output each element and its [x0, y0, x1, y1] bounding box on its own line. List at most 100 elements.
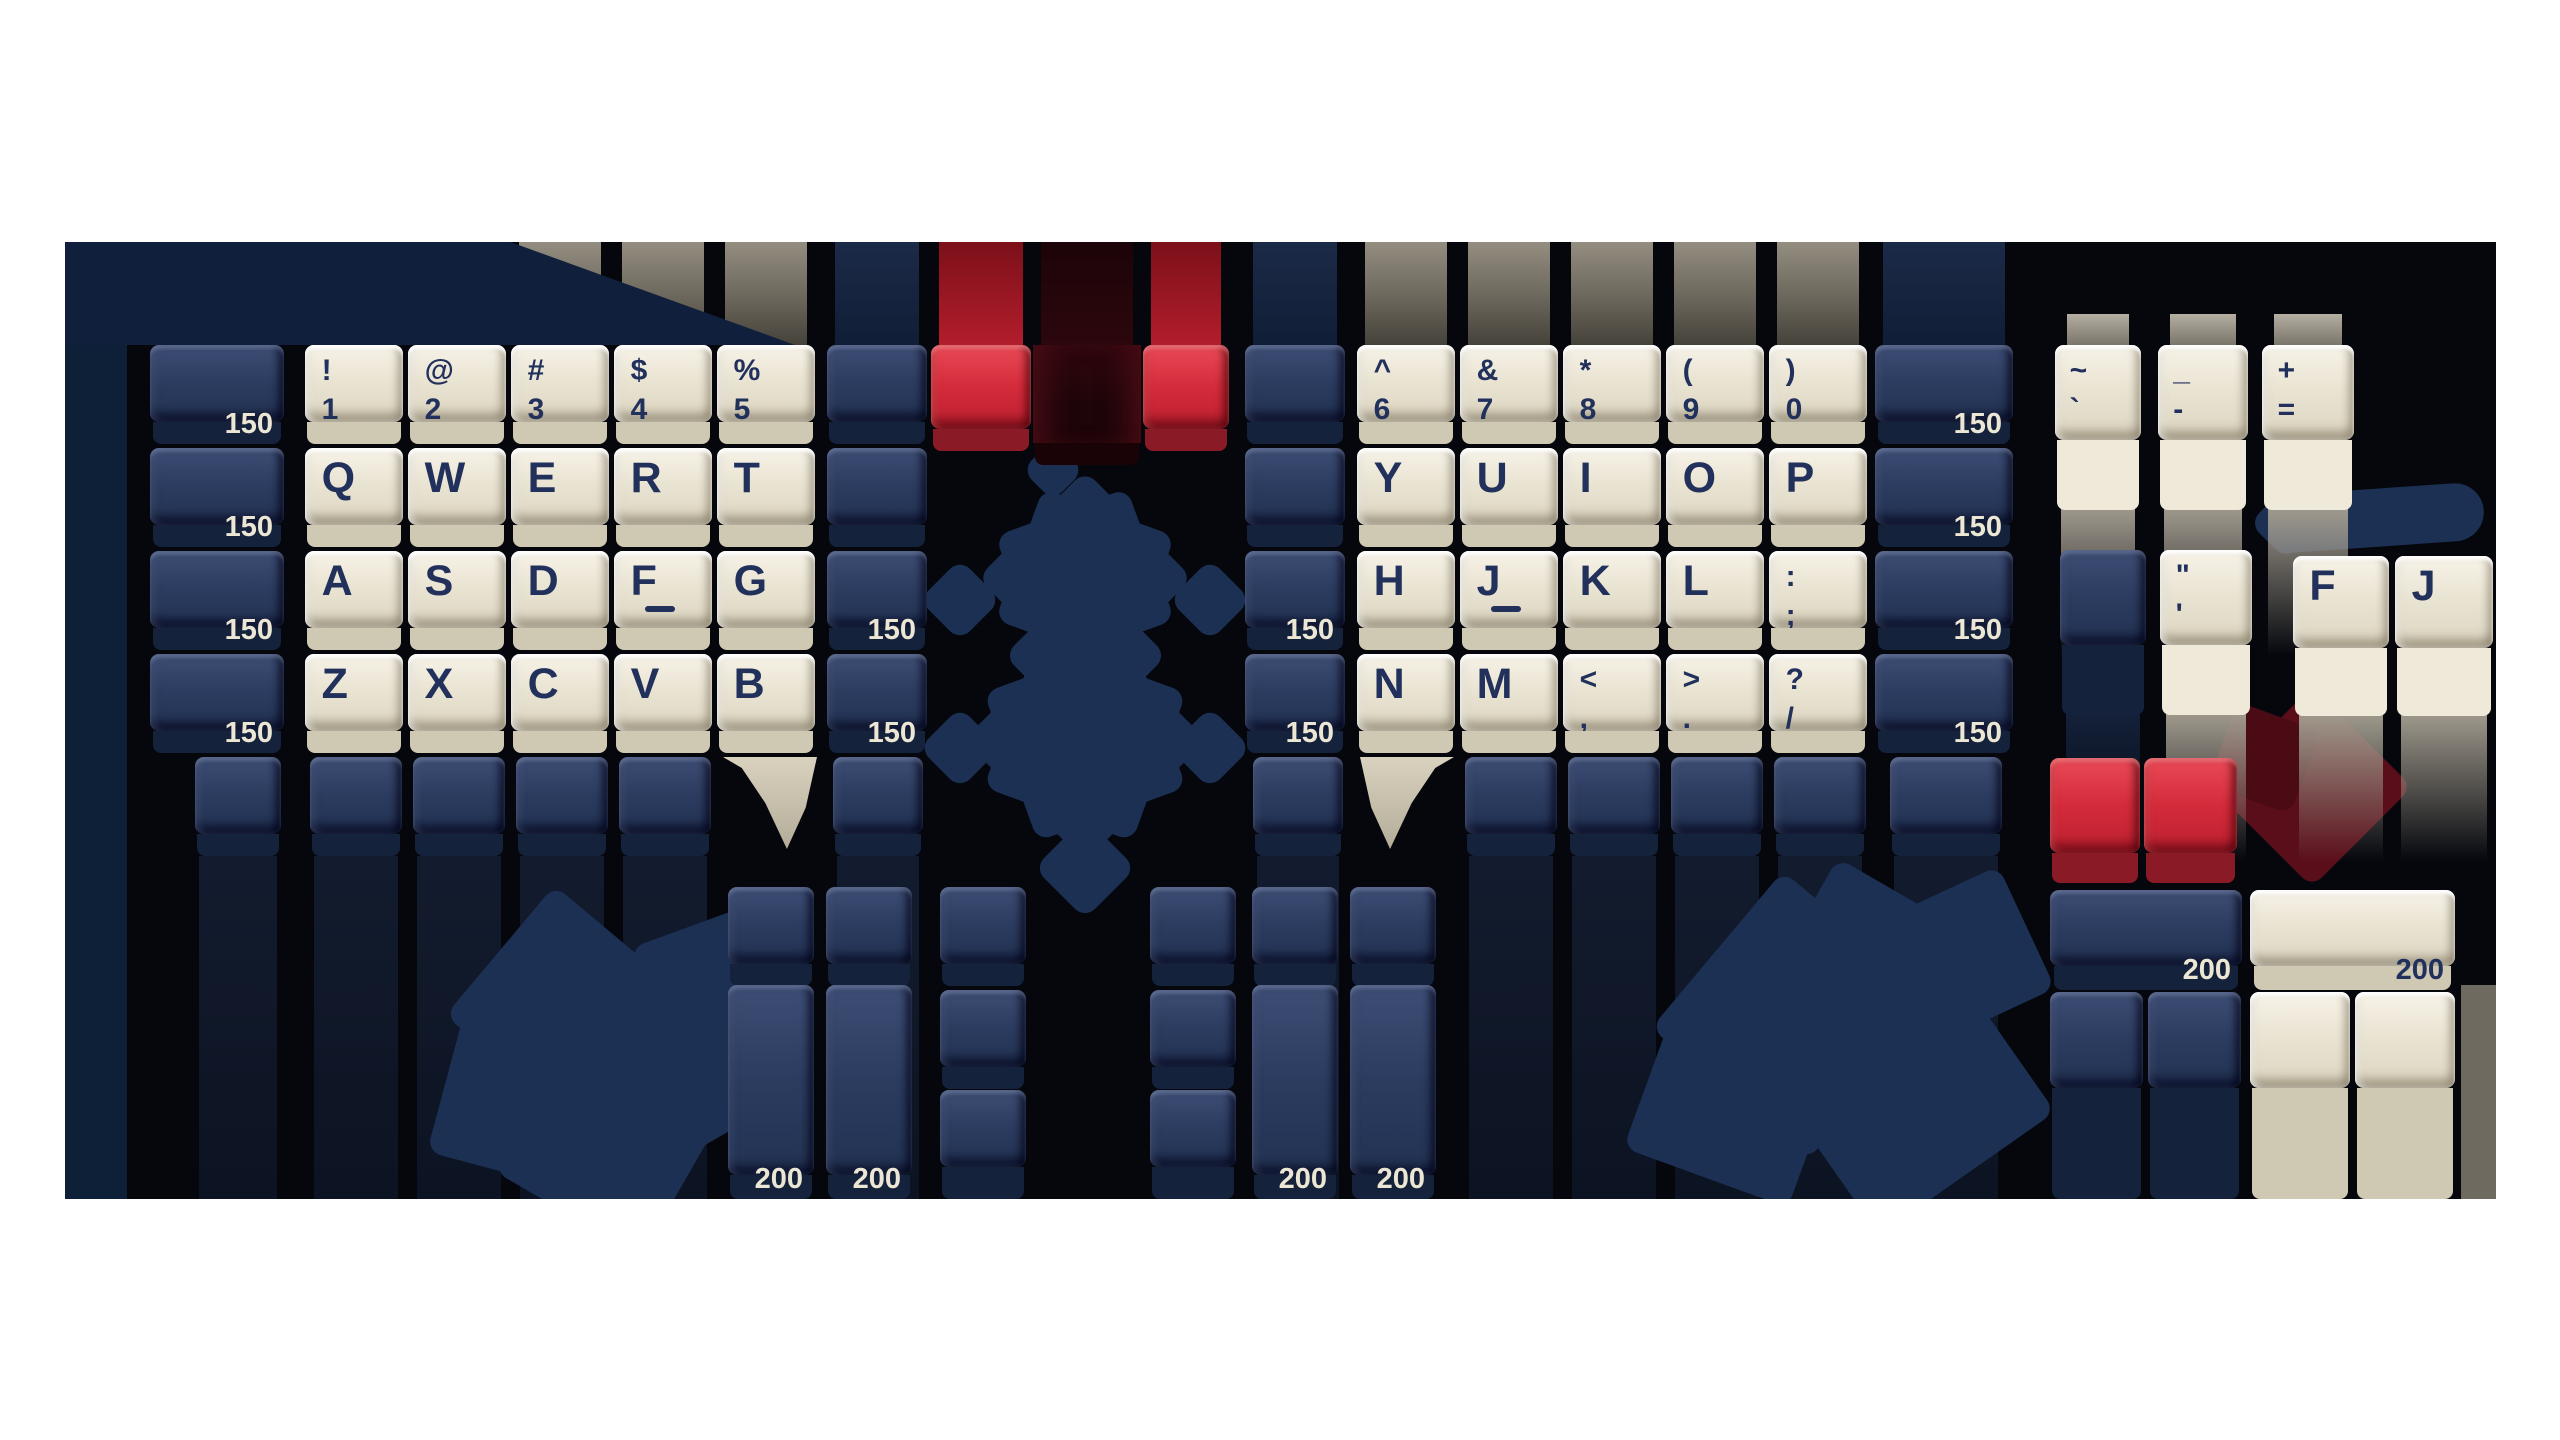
keycap-top-face: [1245, 345, 1345, 422]
keycap-top-face: $ 4: [614, 345, 712, 426]
keycap-blank-28: [931, 345, 1031, 451]
keycap-front-face: [718, 525, 814, 547]
keycap-top-face: [940, 887, 1026, 964]
keycap-m: M: [1460, 654, 1558, 753]
width-label: 150: [224, 614, 273, 646]
keycap-top-face: [1245, 654, 1345, 731]
keycap-top-face: [2250, 992, 2350, 1088]
keycap-top-face: + =: [2262, 345, 2354, 440]
keycap-top-face: E: [511, 448, 609, 525]
keycap-blank-150-53: 150: [1245, 551, 1345, 650]
width-label: 200: [1376, 1163, 1425, 1195]
left-edge-panel: [65, 242, 127, 1199]
keycap-blank-97: [2148, 992, 2241, 1199]
keycap-front-face: [1770, 628, 1866, 650]
keycap-y: Y: [1357, 448, 1455, 547]
keycap-plus-eq: + =: [2262, 345, 2354, 510]
width-label: 200: [852, 1163, 901, 1195]
keycap-legend: + =: [2277, 354, 2296, 426]
keycap-top-face: [2144, 758, 2237, 853]
keycap-top-face: H: [1357, 551, 1455, 628]
keycap-blank-150-75: 150: [1875, 345, 2013, 444]
keycap-front-face: [2051, 1088, 2142, 1199]
keycap-top-face: W: [408, 448, 506, 525]
keycap-top-face: [2060, 550, 2146, 645]
keycap-legend: R: [630, 454, 662, 502]
keycap-legend: ! 1: [321, 354, 339, 426]
keycap-blank-44: [1150, 990, 1236, 1089]
keycap-top-face: [2050, 758, 2140, 853]
keycap-top-face: J: [2395, 556, 2493, 648]
keycap-blank-31: [195, 757, 281, 856]
keycap-top-face: Z: [305, 654, 403, 731]
keycap-blank-33: [413, 757, 505, 856]
keycap-top-face: # 3: [511, 345, 609, 426]
keycap-legend: N: [1373, 660, 1405, 708]
keycap-top-face: [150, 448, 284, 525]
keycap-front-face: [409, 422, 505, 444]
keycap-legend: O: [1682, 454, 1717, 502]
keycap-top-face: [1774, 757, 1866, 834]
keycap-blank-200-48: 200: [826, 985, 912, 1199]
keycap-top-face: ( 9: [1666, 345, 1764, 426]
width-label: 200: [2182, 954, 2231, 986]
keycap-front-face: [2357, 1088, 2453, 1199]
keycap-blank-98: [2250, 992, 2350, 1199]
keycap-front-face: [1672, 834, 1762, 856]
keycap-legend: F: [2309, 562, 2336, 610]
keycap-lt-comma: < ,: [1563, 654, 1661, 753]
width-label: 150: [1953, 614, 2002, 646]
keycap-u: U: [1460, 448, 1558, 547]
keycap-blank-150-2: 150: [150, 551, 284, 650]
keycap-front-face: [409, 628, 505, 650]
keycap-top-face: V: [614, 654, 712, 731]
keycap-i: I: [1563, 448, 1661, 547]
homing-bar: [645, 606, 675, 612]
keycap-top-face: [150, 551, 284, 628]
keycap-front-face: [1564, 628, 1660, 650]
keycap-top-face: & 7: [1460, 345, 1558, 426]
key-back-streak: [1777, 242, 1859, 345]
keycap-top-face: [1143, 345, 1229, 429]
keycap-legend: T: [733, 454, 760, 502]
keycap-top-face: [940, 990, 1026, 1067]
keycap-front-face: [1667, 525, 1763, 547]
keycap-front-face: [1247, 731, 1343, 753]
keycap-legend: _ -: [2173, 354, 2190, 426]
keycap-front-face: [311, 834, 401, 856]
keycap-front-face: [1253, 964, 1337, 986]
keycap-front-face: [1461, 525, 1557, 547]
keycap-blank-45: [940, 1090, 1026, 1199]
keycap-v: V: [614, 654, 712, 753]
keycap-top-face: [150, 345, 284, 422]
keycap-top-face: [2050, 992, 2143, 1088]
keycap-blank-43: [940, 990, 1026, 1089]
keycap-blank-150-0: 150: [150, 345, 284, 444]
keycap-front-face: [1877, 628, 2011, 650]
keycap-top-face: A: [305, 551, 403, 628]
keycap-blank-25: [827, 448, 927, 547]
keycap-blank-150-3: 150: [150, 654, 284, 753]
keycap-top-face: [728, 985, 814, 1175]
keycap-front-face: [1770, 731, 1866, 753]
keycap-blank-34: [516, 757, 608, 856]
keycap-front-face: [718, 422, 814, 444]
keycap-front-face: [1564, 525, 1660, 547]
keycap-top-face: [931, 345, 1031, 429]
keycap-front-face: [933, 429, 1029, 451]
keycap-blank-35: [619, 757, 711, 856]
keycap-d: D: [511, 551, 609, 650]
keycap-front-face: [1254, 834, 1342, 856]
keycap-top-face: [2355, 992, 2455, 1088]
width-label: 150: [867, 614, 916, 646]
keycap-f: F: [614, 551, 712, 650]
keycap-front-face: [1351, 964, 1435, 986]
keycap-legend: J: [1476, 557, 1501, 605]
keycap-legend: ~ `: [2069, 354, 2088, 426]
keycap-blank-200-50: 200: [1350, 985, 1436, 1199]
keycap-blank-96: [2050, 992, 2143, 1199]
key-back-streak: [1041, 242, 1133, 345]
keycap-blank-30: [1143, 345, 1229, 451]
keycap-underscore-dash: _ -: [2158, 345, 2248, 510]
keycap-top-face: [1875, 551, 2013, 628]
